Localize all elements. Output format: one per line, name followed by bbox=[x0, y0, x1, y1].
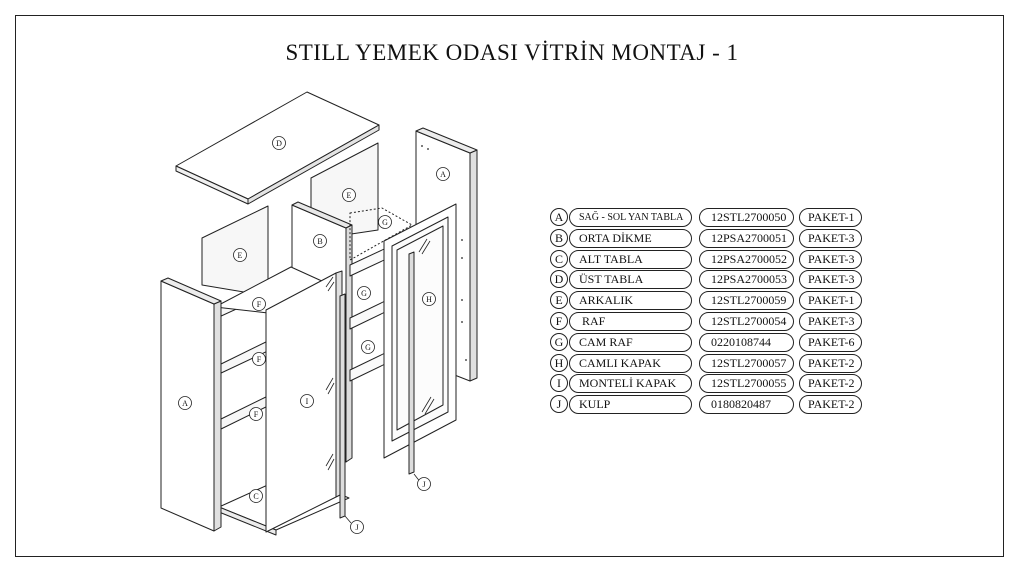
part-package: PAKET-6 bbox=[799, 332, 862, 352]
label-e-back-left: E bbox=[238, 251, 243, 260]
label-g-lower: G bbox=[365, 343, 371, 352]
part-code: 0180820487 bbox=[699, 395, 794, 415]
label-a-right: A bbox=[440, 170, 446, 179]
part-name: KULP bbox=[569, 395, 692, 415]
part-code: 12STL2700050 bbox=[699, 208, 794, 227]
part-letter: I bbox=[550, 374, 568, 393]
label-h-glass-door: H bbox=[426, 295, 432, 304]
parts-row: E ARKALIK 12STL2700059 PAKET-1 bbox=[549, 290, 869, 311]
part-letter: E bbox=[550, 291, 568, 310]
part-name: CAM RAF bbox=[569, 332, 692, 352]
parts-row: A SAĞ - SOL YAN TABLA 12STL2700050 PAKET… bbox=[549, 207, 869, 228]
part-code: 12PSA2700053 bbox=[699, 270, 794, 290]
label-b-middle: B bbox=[317, 237, 322, 246]
part-name: RAF bbox=[569, 311, 692, 331]
part-letter: B bbox=[550, 228, 568, 247]
part-letter: G bbox=[550, 332, 568, 351]
part-package: PAKET-3 bbox=[799, 311, 862, 331]
part-package: PAKET-3 bbox=[799, 228, 862, 248]
part-h-glass-door bbox=[383, 203, 457, 475]
label-e-back-right: E bbox=[347, 191, 352, 200]
part-name: ALT TABLA bbox=[569, 249, 692, 269]
label-g-middle: G bbox=[361, 289, 367, 298]
part-name: ORTA DİKME bbox=[569, 228, 692, 248]
part-code: 12PSA2700051 bbox=[699, 228, 794, 248]
label-g-top: G bbox=[382, 218, 388, 227]
label-f-lower: F bbox=[254, 410, 259, 419]
parts-list: A SAĞ - SOL YAN TABLA 12STL2700050 PAKET… bbox=[549, 207, 869, 415]
parts-row: F RAF 12STL2700054 PAKET-3 bbox=[549, 311, 869, 332]
part-letter: A bbox=[550, 208, 568, 226]
label-d-top: D bbox=[276, 139, 282, 148]
parts-row: I MONTELİ KAPAK 12STL2700055 PAKET-2 bbox=[549, 373, 869, 394]
part-letter: J bbox=[550, 395, 568, 414]
parts-row: H CAMLI KAPAK 12STL2700057 PAKET-2 bbox=[549, 353, 869, 374]
parts-row: B ORTA DİKME 12PSA2700051 PAKET-3 bbox=[549, 228, 869, 249]
part-name: SAĞ - SOL YAN TABLA bbox=[569, 208, 692, 227]
parts-row: C ALT TABLA 12PSA2700052 PAKET-3 bbox=[549, 249, 869, 270]
label-f-upper: F bbox=[257, 300, 262, 309]
part-code: 12STL2700059 bbox=[699, 291, 794, 311]
label-j-right: J bbox=[422, 480, 425, 489]
part-name: CAMLI KAPAK bbox=[569, 353, 692, 373]
part-package: PAKET-2 bbox=[799, 395, 862, 415]
part-code: 12STL2700057 bbox=[699, 353, 794, 373]
label-j-left: J bbox=[355, 523, 358, 532]
label-a-left: A bbox=[182, 399, 188, 408]
drawing-frame bbox=[15, 15, 1004, 557]
part-label-callouts bbox=[178, 136, 450, 534]
part-label-letters: D E A G B E F G H F G A I F C J J bbox=[182, 139, 446, 532]
part-name: ARKALIK bbox=[569, 291, 692, 311]
part-letter: C bbox=[550, 249, 568, 268]
part-letter: H bbox=[550, 353, 568, 372]
part-code: 12STL2700054 bbox=[699, 311, 794, 331]
part-code: 0220108744 bbox=[699, 332, 794, 352]
part-package: PAKET-2 bbox=[799, 353, 862, 373]
part-j-handles bbox=[344, 473, 422, 524]
part-package: PAKET-1 bbox=[799, 208, 862, 227]
label-c-bottom: C bbox=[253, 492, 258, 501]
page-title: STILL YEMEK ODASI VİTRİN MONTAJ - 1 bbox=[285, 40, 739, 65]
part-package: PAKET-2 bbox=[799, 374, 862, 394]
part-letter: D bbox=[550, 270, 568, 289]
label-f-middle: F bbox=[257, 355, 262, 364]
parts-row: D ÜST TABLA 12PSA2700053 PAKET-3 bbox=[549, 269, 869, 290]
part-package: PAKET-3 bbox=[799, 249, 862, 269]
label-i-door: I bbox=[306, 397, 309, 406]
part-code: 12STL2700055 bbox=[699, 374, 794, 394]
part-letter: F bbox=[550, 311, 568, 330]
parts-row: J KULP 0180820487 PAKET-2 bbox=[549, 394, 869, 415]
part-name: MONTELİ KAPAK bbox=[569, 374, 692, 394]
part-name: ÜST TABLA bbox=[569, 270, 692, 290]
part-package: PAKET-3 bbox=[799, 270, 862, 290]
parts-row: G CAM RAF 0220108744 PAKET-6 bbox=[549, 332, 869, 353]
part-package: PAKET-1 bbox=[799, 291, 862, 311]
part-code: 12PSA2700052 bbox=[699, 249, 794, 269]
